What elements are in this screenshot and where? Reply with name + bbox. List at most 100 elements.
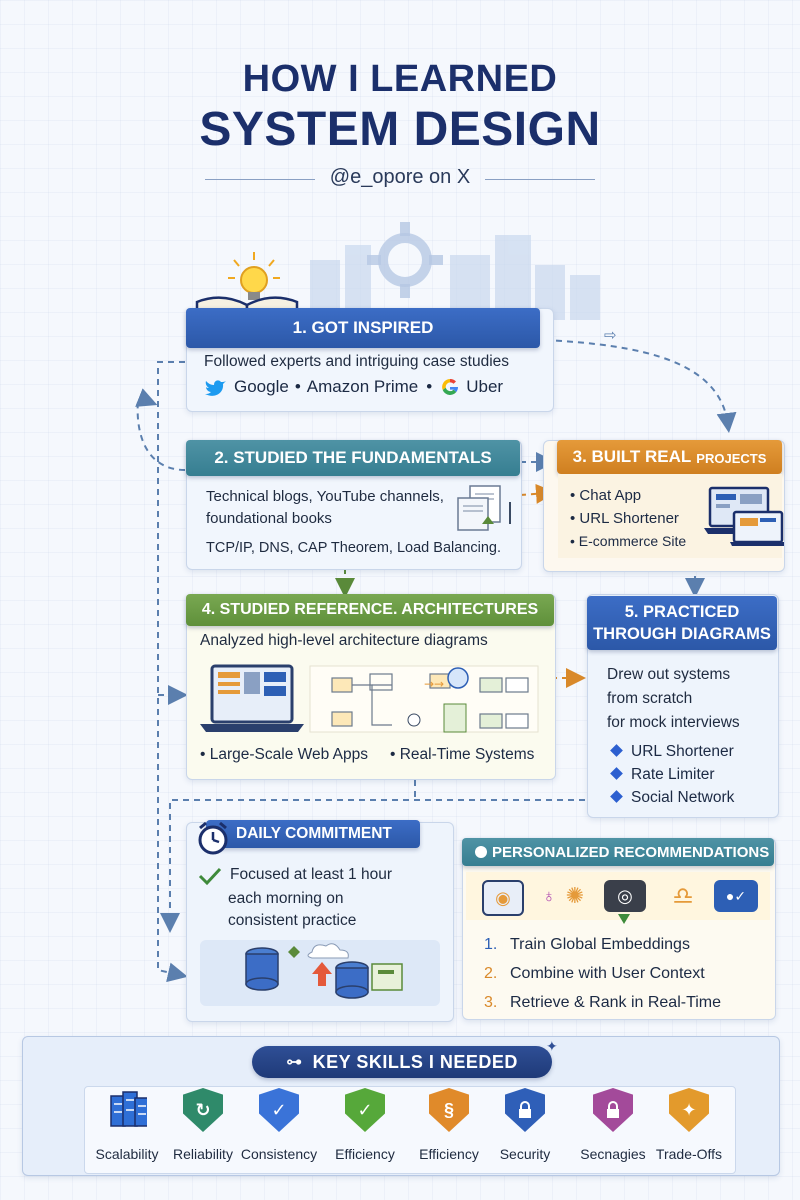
title-line-2: SYSTEM DESIGN <box>199 103 601 156</box>
separator-dot: • <box>294 377 301 396</box>
google-g-icon <box>442 378 459 395</box>
skill-secnagies: Secnagies <box>570 1088 656 1162</box>
step3-title: 3. BUILT REAL PROJECTS <box>557 440 782 474</box>
rec-step-number: 1. <box>484 936 498 953</box>
rec-step-label: Retrieve & Rank in Real-Time <box>510 994 722 1011</box>
controller-icon: ●✓ <box>714 880 758 912</box>
skill-label: Security <box>499 1146 551 1162</box>
tag-real-time-systems: Real-Time Systems <box>399 746 535 763</box>
step1-title: 1. GOT INSPIRED <box>186 308 540 348</box>
step3-project-list: • Chat App • URL Shortener • E-commerce … <box>570 484 686 553</box>
star-badge-icon: ✦ <box>669 1088 709 1132</box>
rec-step-number: 2. <box>484 965 498 982</box>
skill-security: Security <box>482 1088 568 1162</box>
step4-title: 4. STUDIED REFERENCE. ARCHITECTURES <box>186 594 554 626</box>
check-shield-icon: ✓ <box>345 1088 385 1132</box>
list-item: • Real-Time Systems <box>390 746 535 763</box>
step5-text-line3: for mock interviews <box>607 714 740 731</box>
documents-icon <box>457 485 511 531</box>
step5-title: 5. PRACTICED THROUGH DIAGRAMS <box>587 596 777 650</box>
skill-scalability: Scalability <box>84 1088 170 1162</box>
practice-social-network: Social Network <box>631 789 735 806</box>
step2-topics: TCP/IP, DNS, CAP Theorem, Load Balancing… <box>206 540 501 556</box>
practice-url-shortener: URL Shortener <box>631 743 734 760</box>
subtitle-rule-right <box>485 179 595 180</box>
skill-consistency: ✓ Consistency <box>236 1088 322 1162</box>
lock-shield-icon <box>505 1088 545 1132</box>
recs-steps-list: 1. Train Global Embeddings 2. Combine with… <box>484 930 721 1017</box>
architecture-diagram-illustration: →→ <box>200 664 539 733</box>
rec-step-label: Train Global Embeddings <box>510 936 690 953</box>
list-item: URL Shortener <box>610 740 734 763</box>
project-chat-app: Chat App <box>579 487 642 504</box>
laptop-devices-icon <box>704 486 784 546</box>
swirl-badge-icon: § <box>429 1088 469 1132</box>
skill-label: Reliability <box>173 1146 233 1162</box>
skill-efficiency-2: § Efficiency <box>406 1088 492 1162</box>
source-google: Google <box>234 377 289 396</box>
skill-label: Trade-Offs <box>655 1146 723 1162</box>
down-arrow-icon <box>618 914 630 924</box>
server-stack-icon <box>107 1088 147 1132</box>
skills-title: ⊶ KEY SKILLS I NEEDED <box>252 1046 552 1078</box>
daily-title: DAILY COMMITMENT <box>206 820 420 848</box>
subtitle-row: @e_opore on X <box>0 166 800 189</box>
step5-title-line1: 5. PRACTICED <box>624 603 740 621</box>
headphones-icon: ♎ <box>672 882 694 910</box>
flask-icon: ♁ <box>542 885 556 906</box>
sparkle-icon <box>475 846 487 858</box>
list-item: • Large-Scale Web Apps <box>200 746 368 763</box>
list-item: Rate Limiter <box>610 763 734 786</box>
lock-shield-icon <box>593 1088 633 1132</box>
skill-label: Efficiency <box>335 1146 395 1162</box>
diamond-bullet-icon <box>610 744 623 757</box>
link-loop-icon: ⊶ <box>286 1054 303 1071</box>
author-handle: @e_opore on X <box>329 166 471 188</box>
step5-text-line2: from scratch <box>607 690 693 707</box>
step1-sources: Google • Amazon Prime • Uber <box>204 377 503 397</box>
separator-dot: • <box>426 377 433 396</box>
daily-text-line2: each morning on <box>228 890 344 907</box>
video-screen-icon: ◉ <box>482 880 524 916</box>
recs-title: PERSONALIZED RECOMMENDATIONS <box>462 838 774 866</box>
list-item: Social Network <box>610 786 735 809</box>
list-item: • E-commerce Site <box>570 533 687 549</box>
skill-label: Efficiency <box>419 1146 479 1162</box>
skill-label: Secnagies <box>580 1146 646 1162</box>
subtitle-rule-left <box>205 179 315 180</box>
step5-title-line2: THROUGH DIAGRAMS <box>593 625 771 643</box>
step3-title-main: 3. BUILT REAL <box>572 447 692 466</box>
practice-rate-limiter: Rate Limiter <box>631 766 715 783</box>
check-shield-icon: ✓ <box>259 1088 299 1132</box>
step2-title: 2. STUDIED THE FUNDAMENTALS <box>186 440 520 476</box>
sun-icon: ✺ <box>565 883 585 908</box>
checkmark-icon <box>198 867 222 886</box>
step3-title-small: PROJECTS <box>696 450 767 466</box>
skills-title-text: KEY SKILLS I NEEDED <box>312 1051 518 1072</box>
camera-icon: ◎ <box>604 880 646 912</box>
alarm-clock-icon <box>198 821 228 855</box>
step1-text: Followed experts and intriguing case stu… <box>204 353 510 370</box>
skyline-gear-illustration <box>310 222 600 320</box>
list-item: 1. Train Global Embeddings <box>484 930 721 959</box>
title-line-1: HOW I LEARNED <box>242 58 558 100</box>
list-item: • Chat App <box>570 487 642 504</box>
daily-text-line3: consistent practice <box>228 912 357 929</box>
daily-text-line1: Focused at least 1 hour <box>230 866 392 883</box>
project-ecommerce-site: E-commerce Site <box>578 533 687 549</box>
tag-large-scale-web-apps: Large-Scale Web Apps <box>209 746 368 763</box>
rec-step-number: 3. <box>484 994 498 1011</box>
list-item: 2. Combine with User Context <box>484 959 721 988</box>
forward-arrow-icon: ⇨ <box>604 327 617 344</box>
step5-text-line1: Drew out systems <box>607 666 731 683</box>
project-url-shortener: URL Shortener <box>579 510 679 527</box>
rec-step-label: Combine with User Context <box>510 965 705 982</box>
refresh-shield-icon: ↻ <box>183 1088 223 1132</box>
step5-practice-list: URL Shortener Rate Limiter Social Networ… <box>610 740 735 809</box>
list-item: • URL Shortener <box>570 510 679 527</box>
svg-text:→→: →→ <box>424 677 444 691</box>
database-cloud-illustration <box>200 940 440 1006</box>
sparkle-icon: ✦ <box>546 1038 558 1054</box>
list-item: 3. Retrieve & Rank in Real-Time <box>484 988 721 1017</box>
skill-label: Scalability <box>95 1146 159 1162</box>
